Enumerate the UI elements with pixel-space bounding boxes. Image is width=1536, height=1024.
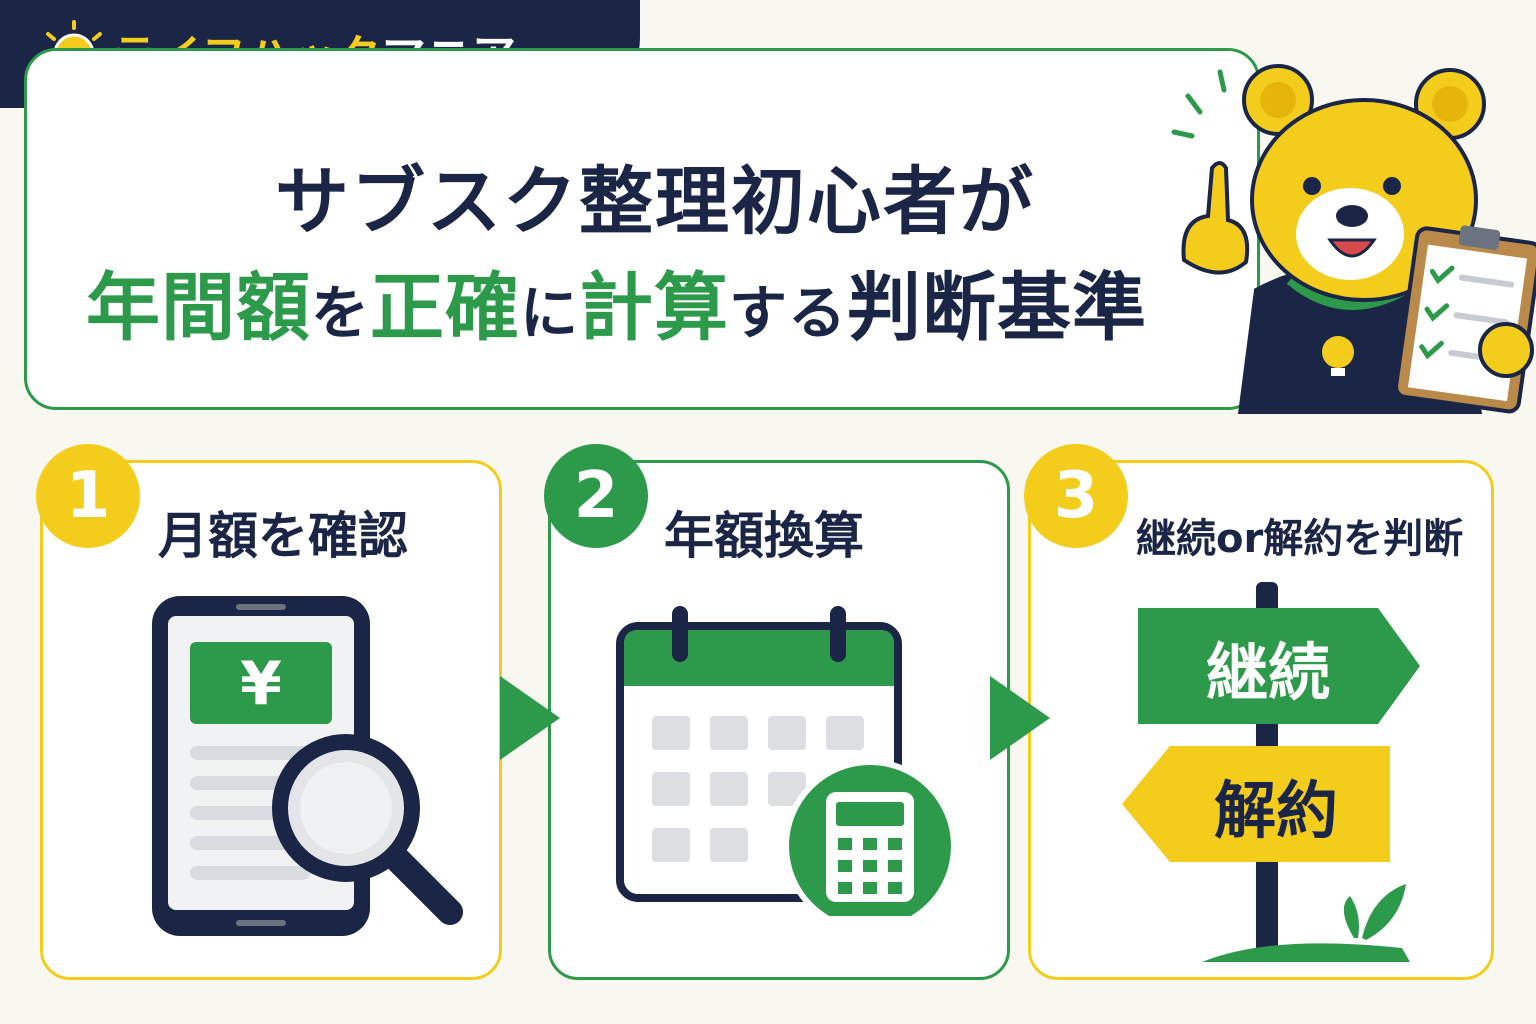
step-number-badge-1: 1 [36,444,140,548]
arrow-right-icon [990,676,1050,760]
title-particle: する [729,279,848,347]
step-label-2: 年額換算 [664,507,864,565]
step-label-3: 継続or解約を判断 [1136,516,1464,562]
step-label-1: 月額を確認 [158,507,408,565]
title-line-1: サブスク整理初心者が [275,159,1035,245]
bear-mascot-illustration [1171,64,1536,414]
title-keyword-calc: 計算 [579,265,730,351]
title-particle: に [520,279,580,347]
title-particle: を [311,279,371,347]
step-number-badge-3: 3 [1024,444,1128,548]
title-line-2: 年間額を正確に計算する判断基準 [86,248,1147,355]
signpost-illustration: 継続 解約 [1122,582,1420,962]
calendar-calculator-illustration [616,606,957,916]
title-keyword-criteria: 判断基準 [847,265,1148,351]
sign-continue-label: 継続 [1206,636,1330,709]
title-keyword-accurate: 正確 [370,265,521,351]
phone-magnifier-illustration: ¥ [152,596,463,936]
sign-cancel-label: 解約 [1214,774,1338,847]
yen-symbol: ¥ [240,649,282,719]
step-number-badge-2: 2 [544,444,648,548]
title-panel [24,48,1260,410]
title-keyword-annual: 年間額 [86,265,311,351]
arrow-right-icon [500,676,560,760]
